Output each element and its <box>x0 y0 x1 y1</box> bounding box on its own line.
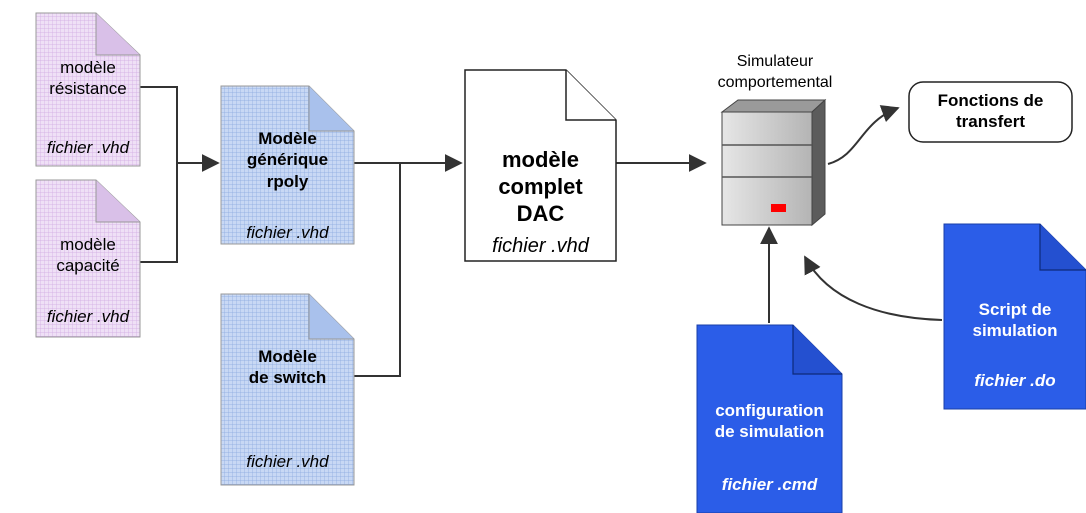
complet-line1: modèle <box>501 147 580 172</box>
script-line1: Script de <box>978 300 1052 319</box>
arrow-script-to-simulator <box>804 255 943 321</box>
script-line2: simulation <box>972 321 1058 341</box>
doc-resistance-fold <box>95 13 140 56</box>
resistance-line1: modèle <box>60 58 116 77</box>
capacite-file: fichier .vhd <box>46 307 130 326</box>
arrow-to-output <box>827 105 900 165</box>
doc-generique-fold <box>308 86 354 132</box>
server-led <box>771 204 786 212</box>
doc-complet-fold <box>565 70 616 121</box>
generique-line2: générique <box>246 150 329 170</box>
config-file: fichier .cmd <box>721 475 818 494</box>
output-line2: transfert <box>956 112 1025 132</box>
simulator-label: Simulateur comportemental <box>690 52 860 94</box>
complet-line2: complet <box>498 173 583 199</box>
generique-file: fichier .vhd <box>246 223 329 242</box>
capacite-line2: capacité <box>56 256 120 276</box>
simulator-line2: comportemental <box>717 73 833 91</box>
resistance-label: modèle résistance <box>36 57 140 100</box>
complet-line3: DAC <box>516 200 565 226</box>
config-line2: de simulation <box>714 422 825 442</box>
capacite-line1: modèle <box>60 235 116 254</box>
generique-label: Modèle générique rpoly <box>221 128 354 192</box>
generique-line1: Modèle <box>258 129 317 148</box>
simulator-line1: Simulateur <box>736 53 814 70</box>
connector-switch <box>354 163 401 377</box>
output-box <box>908 81 1073 143</box>
complet-label: modèle complet DAC <box>465 147 616 227</box>
generique-line3: rpoly <box>266 171 309 191</box>
connectors <box>140 86 943 377</box>
doc-switch-shape <box>220 293 355 486</box>
capacite-label: modèle capacité <box>36 234 140 277</box>
connector-resistance <box>140 86 178 263</box>
complet-file: fichier .vhd <box>492 235 589 257</box>
doc-capacite-fold <box>95 180 140 223</box>
doc-script-fold <box>1039 224 1086 271</box>
script-file: fichier .do <box>974 371 1056 390</box>
switch-line1: Modèle <box>258 347 317 366</box>
resistance-line2: résistance <box>49 79 127 99</box>
switch-label: Modèle de switch <box>221 346 354 389</box>
server-icon <box>720 98 827 227</box>
config-line1: configuration <box>715 401 824 420</box>
config-label: configuration de simulation <box>697 400 842 443</box>
doc-switch-fold <box>308 294 354 340</box>
switch-file: fichier .vhd <box>246 452 329 471</box>
output-line1: Fonctions de <box>937 91 1044 110</box>
switch-line2: de switch <box>248 368 327 388</box>
doc-config-fold <box>792 325 842 375</box>
resistance-file: fichier .vhd <box>46 138 130 157</box>
script-label: Script de simulation <box>944 299 1086 342</box>
output-label: Fonctions de transfert <box>909 90 1072 133</box>
